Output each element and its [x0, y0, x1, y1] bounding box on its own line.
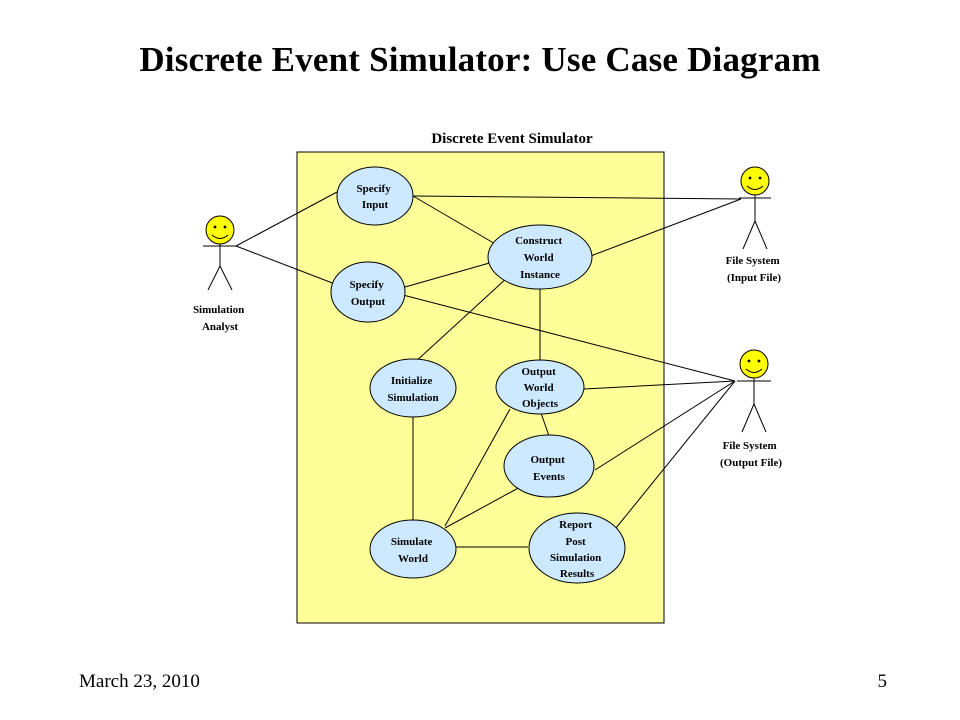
- usecase-label-line: Specify: [350, 279, 385, 291]
- usecase-ellipse: [336, 166, 414, 226]
- usecase-ellipse: [330, 261, 406, 323]
- assoc-specify-input-construct-world: [412, 195, 498, 246]
- stick-figure-icon: [737, 349, 771, 433]
- svg-text:Output Events: Output Events: [531, 454, 568, 483]
- actor-file-system-input[interactable]: File System (Input File): [726, 166, 783, 284]
- assoc-specify-input-input-fs: [412, 195, 742, 200]
- usecase-label-line: Input: [362, 199, 389, 211]
- usecase-label-line: Events: [533, 471, 566, 483]
- assoc-specify-output-construct-world: [404, 261, 494, 288]
- usecase-ellipse: [369, 519, 457, 579]
- usecase-label-line: Specify: [357, 183, 392, 195]
- system-name: Discrete Event Simulator: [431, 131, 593, 147]
- assoc-simulate-output-events: [444, 485, 523, 529]
- usecase-construct-world-instance[interactable]: Construct World Instance: [487, 224, 593, 290]
- actor-label-line: Simulation: [193, 304, 244, 316]
- usecase-label-line: Post: [566, 536, 587, 548]
- svg-text:File System (Output File: File System (Output File): [720, 440, 782, 469]
- svg-text:Output World Objec: Output World Objects: [522, 366, 559, 410]
- usecase-ellipse: [369, 358, 457, 418]
- usecase-label-line: Output: [522, 366, 557, 378]
- usecase-ellipse: [495, 359, 585, 415]
- actor-label-line: (Input File): [727, 272, 781, 284]
- usecase-label-line: Simulate: [391, 536, 433, 548]
- usecase-label-line: Initialize: [391, 375, 433, 387]
- usecase-label-line: Objects: [522, 398, 559, 410]
- assoc-output-objects-output-fs: [583, 380, 736, 390]
- usecase-label-line: World: [398, 553, 428, 565]
- usecase-specify-input[interactable]: Specify Input: [336, 166, 414, 226]
- usecase-label-line: World: [524, 252, 554, 264]
- assoc-construct-world-initialize: [412, 276, 509, 365]
- usecase-initialize-simulation[interactable]: Initialize Simulation: [369, 358, 457, 418]
- svg-text:Construct World In: Construct World Instance: [515, 235, 565, 281]
- svg-text:Simulation Analyst: Simulation Analyst: [193, 304, 247, 333]
- usecase-label-line: Output: [531, 454, 566, 466]
- usecase-label-line: Simulation: [550, 552, 601, 564]
- stick-figure-icon: [203, 215, 237, 291]
- usecase-ellipse: [528, 512, 626, 584]
- slide-page-number: 5: [877, 671, 888, 692]
- actor-file-system-output[interactable]: File System (Output File): [720, 349, 782, 469]
- assoc-specify-output-output-fs: [402, 294, 736, 382]
- actor-label-line: File System: [723, 440, 777, 452]
- assoc-output-events-output-fs: [594, 380, 736, 471]
- actor-simulation-analyst[interactable]: Simulation Analyst: [193, 215, 247, 333]
- usecase-label-line: Construct: [515, 235, 562, 247]
- actor-label-line: Analyst: [202, 321, 238, 333]
- slide-date: March 23, 2010: [79, 671, 200, 692]
- assoc-construct-world-input-fs: [587, 198, 742, 258]
- stick-figure-icon: [739, 166, 771, 250]
- svg-text:Specify Output: Specify Output: [350, 279, 387, 308]
- associations: [235, 191, 742, 548]
- svg-text:Specify Input: Specify Input: [357, 183, 394, 211]
- usecase-output-events[interactable]: Output Events: [503, 434, 595, 498]
- assoc-simulate-output-objects: [444, 408, 511, 527]
- assoc-report-output-fs: [615, 380, 736, 529]
- usecase-label-line: Simulation: [387, 392, 438, 404]
- usecase-label-line: Instance: [520, 269, 560, 281]
- assoc-output-objects-output-events: [540, 412, 550, 437]
- svg-text:Report Post Simula: Report Post Simulation Results: [550, 519, 604, 580]
- usecase-label-line: Output: [351, 296, 386, 308]
- usecase-specify-output[interactable]: Specify Output: [330, 261, 406, 323]
- actor-label-line: (Output File): [720, 457, 782, 469]
- usecase-label-line: World: [524, 382, 554, 394]
- usecase-ellipse: [503, 434, 595, 498]
- svg-text:Initialize Simulation: Initialize Simulation: [387, 375, 438, 404]
- usecase-output-world-objects[interactable]: Output World Objects: [495, 359, 585, 415]
- usecase-report-post-simulation-results[interactable]: Report Post Simulation Results: [528, 512, 626, 584]
- svg-text:File System (Input File): File System (Input File): [726, 255, 783, 284]
- usecase-label-line: Results: [560, 568, 595, 580]
- assoc-analyst-specify-output: [235, 245, 336, 285]
- assoc-analyst-specify-input: [235, 191, 338, 247]
- usecase-simulate-world[interactable]: Simulate World: [369, 519, 457, 579]
- actor-label-line: File System: [726, 255, 780, 267]
- slide-title: Discrete Event Simulator: Use Case Diagr…: [139, 40, 821, 79]
- svg-text:Simulate World: Simulate World: [391, 536, 435, 565]
- usecase-label-line: Report: [559, 519, 592, 531]
- usecase-ellipse: [487, 224, 593, 290]
